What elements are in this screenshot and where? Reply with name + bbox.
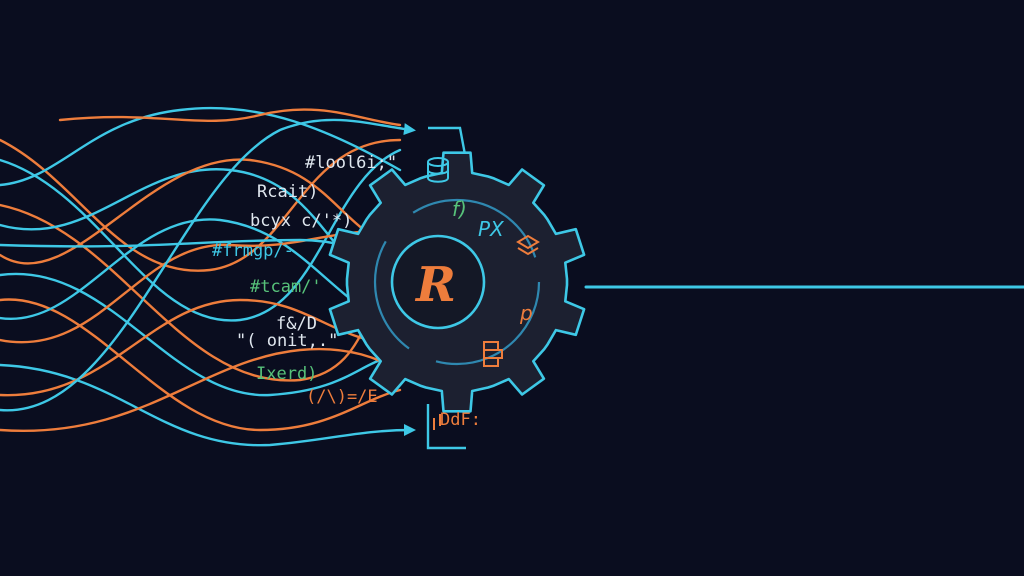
code-snippet: #lool6i;"	[305, 153, 397, 173]
gear-center-label: R	[414, 257, 456, 313]
flow-line	[0, 118, 416, 412]
flow-line	[0, 148, 402, 322]
layers-icon	[516, 234, 540, 256]
flow-line	[0, 106, 402, 187]
flow-line	[0, 218, 402, 332]
top-bracket	[428, 126, 468, 161]
gear: R	[328, 151, 586, 413]
code-snippet: "( onit,."	[236, 331, 338, 351]
code-snippet: Ixerd)	[256, 364, 317, 384]
bottom-bracket	[426, 404, 466, 450]
flow-line	[0, 158, 402, 265]
flow-line	[0, 347, 402, 433]
flow-line	[0, 298, 402, 432]
flow-line	[0, 228, 402, 344]
code-snippet: f&/D	[276, 314, 317, 334]
stack-icon	[483, 341, 503, 367]
flow-line	[58, 108, 402, 127]
stack-icon	[427, 157, 449, 183]
gear-inner-ring	[373, 198, 541, 366]
flow-line	[0, 272, 402, 397]
code-snippet: #tcam/'	[250, 277, 322, 297]
bottom-label: DdF:	[440, 410, 481, 430]
code-snippet: Rcait)	[257, 182, 318, 202]
code-snippet: (/\)=/E	[306, 387, 378, 407]
gear-glyph: p	[519, 301, 533, 325]
code-snippet: #frmgp/-	[212, 241, 294, 261]
gear-glyph: PX	[478, 217, 505, 241]
gear-glyph: f)	[452, 197, 467, 221]
flow-line	[0, 363, 416, 447]
flow-lines	[0, 106, 1024, 447]
code-snippets: #lool6i;" Rcait) bcyx c/'*) #frmgp/- #tcam/'…	[212, 153, 397, 407]
gear-core	[390, 234, 486, 330]
layers-icon	[433, 414, 441, 430]
gear-glyphs: f) PX p	[452, 197, 533, 325]
code-snippet: bcyx c/'*)	[250, 211, 352, 231]
flow-line	[0, 138, 402, 272]
